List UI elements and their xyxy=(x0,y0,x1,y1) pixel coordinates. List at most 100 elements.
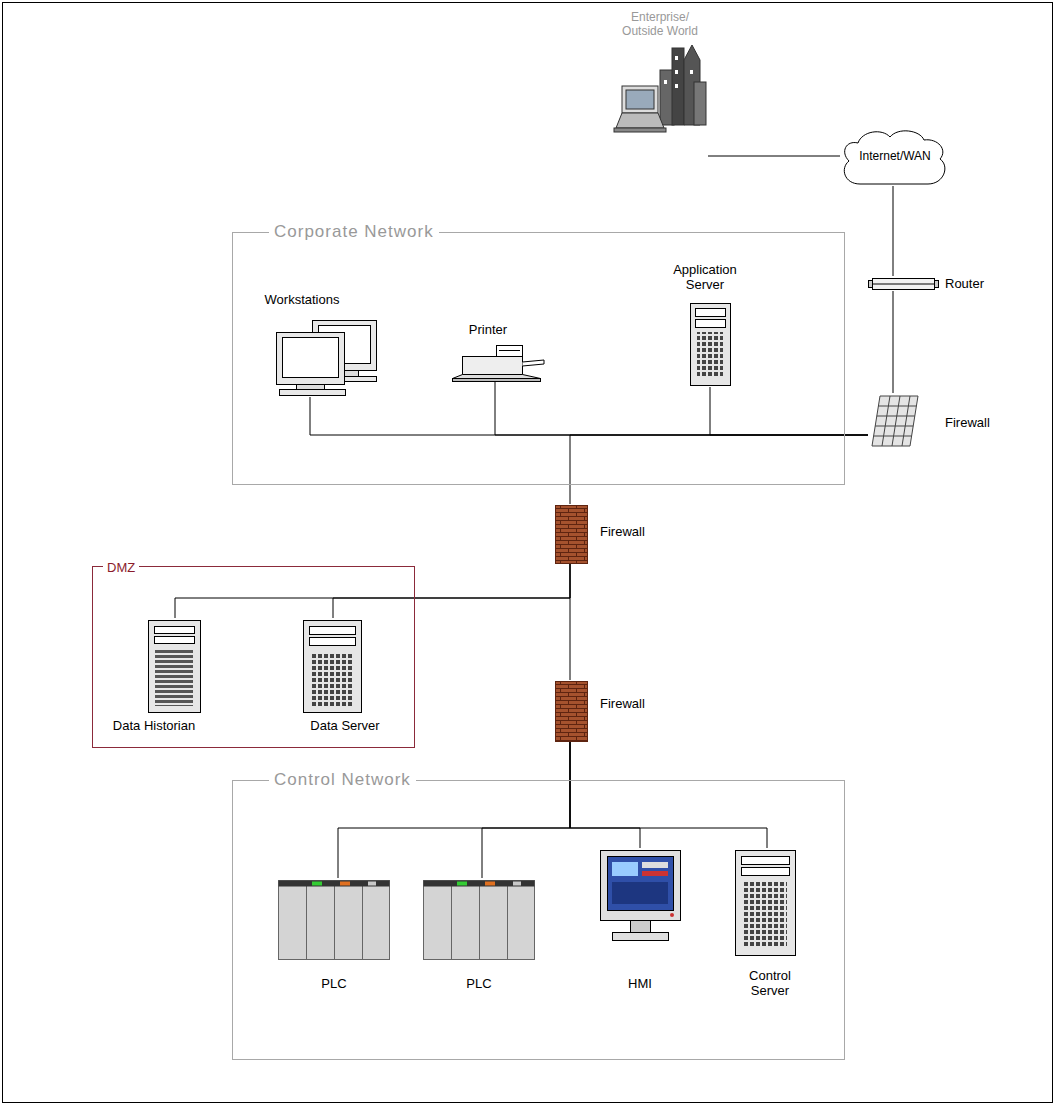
hmi-icon xyxy=(613,933,669,941)
device-node: Printer xyxy=(448,322,548,382)
device-label: Data Historian xyxy=(98,718,210,733)
workstation-icon xyxy=(277,333,345,385)
device-node: Control Server xyxy=(728,848,812,1008)
firewall-node: Firewall xyxy=(553,504,660,564)
printer-icon xyxy=(499,350,520,351)
cloud-node: Internet/WAN xyxy=(840,128,950,186)
firewall-icon xyxy=(877,416,915,417)
data-server-icon xyxy=(304,621,362,713)
hmi-icon xyxy=(642,862,668,868)
firewall-icon xyxy=(872,396,918,446)
hmi-icon xyxy=(631,921,651,933)
network-link xyxy=(570,564,571,680)
control-server-icon xyxy=(742,857,790,865)
control-server-icon xyxy=(742,868,790,876)
hmi-icon xyxy=(608,857,674,911)
control-server-icon xyxy=(743,882,787,948)
network-link xyxy=(893,291,894,393)
device-label: Control Server xyxy=(740,968,800,998)
device-node: PLC xyxy=(421,878,537,995)
hmi-icon xyxy=(642,871,668,876)
firewall-icon xyxy=(902,396,910,446)
connector-group xyxy=(175,156,893,878)
workstation-icon xyxy=(277,321,377,396)
printer-icon xyxy=(453,375,541,379)
printer-icon xyxy=(523,360,545,366)
hmi-icon xyxy=(612,882,668,904)
network-link xyxy=(893,186,894,276)
historian-icon xyxy=(149,621,201,713)
server-icon xyxy=(696,309,726,317)
device-node: Application Server xyxy=(660,262,750,387)
device-label: Workstations xyxy=(262,292,342,307)
hmi-icon xyxy=(601,851,681,941)
control-server-icon xyxy=(736,851,796,956)
zone-label: DMZ xyxy=(103,560,139,576)
firewall-icon xyxy=(878,406,916,407)
server-icon xyxy=(691,304,731,386)
plc-icon xyxy=(279,881,390,960)
data-server-icon xyxy=(310,638,356,646)
network-link xyxy=(310,397,868,435)
server-icon xyxy=(697,332,723,378)
device-label: PLC xyxy=(421,976,537,991)
dmz-zone: DMZData HistorianData Server xyxy=(92,566,415,748)
router-node: Router xyxy=(868,276,1018,291)
enterprise-icon xyxy=(672,48,684,125)
device-node: HMI xyxy=(596,848,684,995)
firewall-icon xyxy=(872,396,918,446)
device-label: Printer xyxy=(458,322,518,337)
printer-icon xyxy=(453,379,541,382)
device-label: HMI xyxy=(596,976,684,991)
zone-label: Control Network xyxy=(269,771,416,789)
network-link xyxy=(570,435,868,504)
network-link xyxy=(338,742,570,878)
historian-icon xyxy=(155,627,195,634)
network-link xyxy=(570,742,767,848)
page-frame xyxy=(3,3,1053,1103)
node-label: Internet/WAN xyxy=(840,149,950,163)
network-link xyxy=(333,564,570,618)
hmi-icon xyxy=(670,913,674,917)
network-zone: Control NetworkPLCPLCHMIControl Server xyxy=(232,780,845,1060)
device-label: Firewall xyxy=(600,696,658,711)
enterprise-icon xyxy=(614,45,706,132)
firewall-icon xyxy=(892,396,900,446)
enterprise-icon xyxy=(675,56,678,60)
firewall-icon xyxy=(875,426,913,427)
printer-icon xyxy=(453,346,545,382)
server-icon xyxy=(696,320,726,328)
historian-icon xyxy=(149,621,201,713)
firewall-icon xyxy=(882,396,890,446)
network-zone: Corporate NetworkWorkstationsPrinterAppl… xyxy=(232,232,845,485)
device-label: Application Server xyxy=(665,262,745,292)
enterprise-icon xyxy=(675,70,678,74)
device-node: PLC xyxy=(276,878,392,995)
zone-label: Corporate Network xyxy=(269,223,439,241)
network-link xyxy=(482,742,570,878)
control-server-icon xyxy=(736,851,796,956)
data-server-icon xyxy=(311,652,353,706)
data-server-icon xyxy=(304,621,362,713)
enterprise-icon xyxy=(675,84,678,88)
brick-firewall-icon xyxy=(556,682,588,742)
plc-icon xyxy=(424,881,535,960)
router-icon xyxy=(873,284,935,285)
device-label: PLC xyxy=(276,976,392,991)
workstation-icon xyxy=(283,338,339,378)
device-node: Data Historian xyxy=(98,618,210,736)
firewall-node: Firewall xyxy=(553,680,660,742)
device-label: Data Server xyxy=(298,718,392,733)
enterprise-icon xyxy=(622,86,658,113)
network-link xyxy=(708,156,840,157)
router-icon xyxy=(869,279,939,290)
node-label: Enterprise/ Outside World xyxy=(615,10,705,38)
device-label: Firewall xyxy=(945,415,1007,430)
device-label: Firewall xyxy=(600,524,658,539)
enterprise-node: Enterprise/ Outside World xyxy=(612,10,708,152)
router-icon xyxy=(869,281,873,288)
enterprise-icon xyxy=(664,80,667,84)
server-icon xyxy=(691,304,731,386)
brick-firewall-icon xyxy=(556,506,588,742)
